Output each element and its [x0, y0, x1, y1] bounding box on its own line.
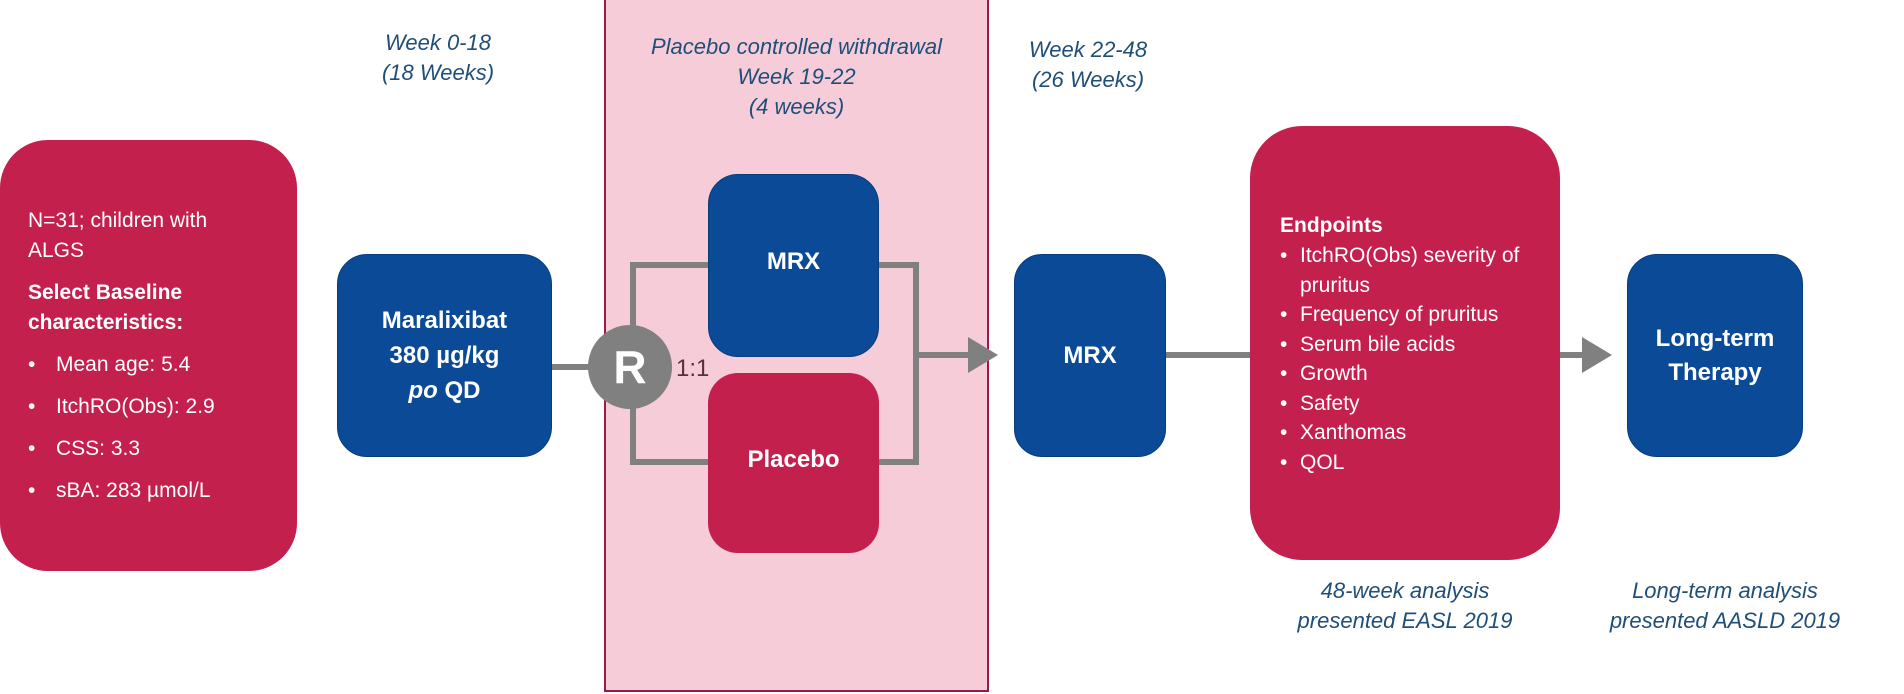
population-intro: N=31; children with ALGS — [28, 209, 208, 262]
randomization-ratio: 1:1 — [676, 355, 710, 382]
baseline-heading: Select Baseline characteristics: — [28, 281, 184, 334]
route-frequency: QD — [437, 377, 481, 404]
baseline-item: CSS: 3.3 — [28, 434, 277, 464]
analysis-long-term-line1: Long-term analysis — [1632, 578, 1818, 603]
randomization-symbol: R — [613, 341, 647, 393]
route-po: po — [408, 377, 438, 404]
connector-r-to-mrx — [630, 262, 710, 330]
endpoints-list: ItchRO(Obs) severity of pruritus Frequen… — [1280, 241, 1540, 477]
baseline-item: Mean age: 5.4 — [28, 350, 277, 380]
endpoint-item: QOL — [1280, 448, 1540, 478]
analysis-long-term-label: Long-term analysis presented AASLD 2019 — [1575, 576, 1875, 636]
analysis-48-week-label: 48-week analysis presented EASL 2019 — [1255, 576, 1555, 636]
endpoint-item: Frequency of pruritus — [1280, 300, 1540, 330]
arm-placebo-box: Placebo — [708, 373, 879, 553]
phase2-label: Placebo controlled withdrawal Week 19-22… — [604, 32, 989, 122]
long-term-therapy-box: Long-term Therapy — [1627, 254, 1803, 457]
phase3-label: Week 22-48 (26 Weeks) — [988, 35, 1188, 95]
phase2-title: Placebo controlled withdrawal — [650, 34, 943, 59]
treatment-drug: Maralixibat — [381, 307, 508, 334]
connector-mrx-to-merge — [879, 262, 919, 465]
arm-mrx-box: MRX — [708, 174, 879, 357]
analysis-48-week-line2: presented EASL 2019 — [1297, 608, 1513, 633]
baseline-list: Mean age: 5.4 ItchRO(Obs): 2.9 CSS: 3.3 … — [28, 350, 277, 506]
phase1-duration: (18 Weeks) — [381, 60, 495, 85]
analysis-long-term-line2: presented AASLD 2019 — [1609, 608, 1841, 633]
treatment-route: po QD — [382, 373, 507, 408]
endpoint-item: Xanthomas — [1280, 418, 1540, 448]
baseline-item: sBA: 283 µmol/L — [28, 476, 277, 506]
long-term-line1: Long-term — [1655, 324, 1775, 352]
endpoint-item: Safety — [1280, 389, 1540, 419]
long-term-line2: Therapy — [1668, 358, 1762, 386]
analysis-48-week-line1: 48-week analysis — [1320, 578, 1490, 603]
open-label-mrx-label: MRX — [1063, 341, 1117, 369]
baseline-item: ItchRO(Obs): 2.9 — [28, 392, 277, 422]
treatment-dose: 380 µg/kg — [389, 342, 500, 369]
arm-placebo-label: Placebo — [747, 446, 840, 473]
endpoints-box: Endpoints ItchRO(Obs) severity of prurit… — [1250, 126, 1560, 560]
arm-mrx-label: MRX — [766, 247, 821, 275]
treatment-box: Maralixibat 380 µg/kg po QD — [337, 254, 552, 457]
endpoint-item: ItchRO(Obs) severity of pruritus — [1280, 241, 1540, 300]
endpoints-heading: Endpoints — [1280, 214, 1383, 237]
phase3-duration: (26 Weeks) — [1031, 67, 1145, 92]
phase1-weeks: Week 0-18 — [385, 30, 491, 55]
endpoint-item: Growth — [1280, 359, 1540, 389]
phase3-weeks: Week 22-48 — [1028, 37, 1148, 62]
phase1-label: Week 0-18 (18 Weeks) — [338, 28, 538, 88]
randomization-circle: R — [588, 325, 672, 409]
phase2-duration: (4 weeks) — [748, 94, 845, 119]
phase2-weeks: Week 19-22 — [737, 64, 856, 89]
population-box: N=31; children with ALGS Select Baseline… — [0, 140, 297, 571]
endpoint-item: Serum bile acids — [1280, 330, 1540, 360]
open-label-mrx-box: MRX — [1014, 254, 1166, 457]
connector-r-to-placebo — [630, 404, 710, 465]
